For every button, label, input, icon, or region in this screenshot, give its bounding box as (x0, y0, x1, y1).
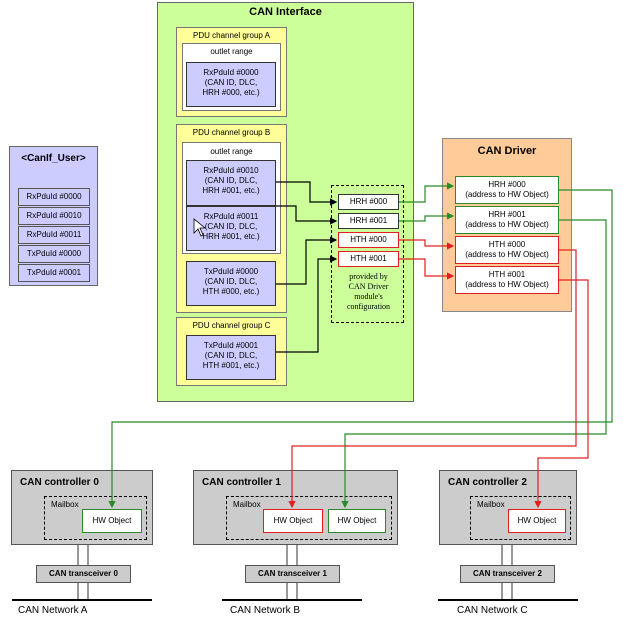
note-line: module's (354, 292, 383, 301)
hth-001-to-driver (399, 258, 455, 280)
cursor-icon (193, 218, 207, 237)
pdu-line: HRH #000, etc.) (202, 88, 260, 97)
pdu-line: RxPduId #0000 (203, 68, 259, 77)
group-a-outlet-label: outlet range (210, 47, 253, 56)
hrh-001-to-driver (399, 212, 455, 222)
mailbox-label: Mailbox (477, 500, 505, 509)
driver-row-desc: (address to HW Object) (465, 220, 549, 229)
driver-hth-001-to-hw (534, 279, 589, 509)
handle-hth-001: HTH #001 (338, 251, 399, 267)
user-row: RxPduId #0010 (18, 207, 90, 225)
driver-hth-000-to-hw (288, 249, 577, 509)
pdu-line: HRH #001, etc.) (202, 186, 260, 195)
group-a-title: PDU channel group A (193, 31, 270, 40)
can-interface-title: CAN Interface (249, 6, 322, 18)
driver-handles-area (331, 185, 404, 323)
hrh-000-to-driver (399, 182, 455, 203)
mailbox: Mailbox (470, 496, 571, 540)
rx-pdu-0000-box: RxPduId #0000 (CAN ID, DLC, HRH #000, et… (186, 62, 276, 107)
driver-hrh-000-to-hw (108, 189, 613, 509)
mailbox: Mailbox (44, 496, 147, 540)
hw-object: HW Object (328, 509, 386, 533)
rx-pdu-0011-box: RxPduId #0011 (CAN ID, DLC, HRH #001, et… (186, 206, 276, 251)
pdu-line: (CAN ID, DLC, (204, 277, 258, 286)
pdu-line: (CAN ID, DLC, (204, 176, 258, 185)
driver-row-hth-000: HTH #000 (address to HW Object) (455, 236, 559, 264)
can-transceiver-1: CAN transceiver 1 (245, 565, 340, 583)
can-network-c: CAN Network C (457, 605, 528, 616)
group-c-title: PDU channel group C (192, 321, 271, 330)
pdu-line: HTH #001, etc.) (202, 361, 260, 370)
driver-row-desc: (address to HW Object) (465, 190, 549, 199)
driver-row-name: HTH #001 (488, 270, 526, 279)
pdu-line: HTH #000, etc.) (202, 287, 260, 296)
pdu-line: HRH #001, etc.) (202, 232, 260, 241)
driver-row-desc: (address to HW Object) (465, 280, 549, 289)
driver-row-hrh-001: HRH #001 (address to HW Object) (455, 206, 559, 234)
driver-hrh-001-to-hw (341, 219, 607, 509)
pdu-line: (CAN ID, DLC, (204, 351, 258, 360)
hth-000-to-driver (399, 239, 455, 250)
note-line: configuration (346, 302, 391, 311)
pdu-line: TxPduId #0001 (203, 341, 259, 350)
can-transceiver-0: CAN transceiver 0 (36, 565, 131, 583)
user-row: RxPduId #0000 (18, 188, 90, 206)
tx-pdu-0001-box: TxPduId #0001 (CAN ID, DLC, HTH #001, et… (186, 335, 276, 380)
pdu-to-hrh-001a (276, 205, 338, 225)
controller-title: CAN controller 1 (202, 477, 281, 488)
mailbox-label: Mailbox (51, 500, 79, 509)
driver-row-desc: (address to HW Object) (465, 250, 549, 259)
pdu-line: (CAN ID, DLC, (204, 222, 258, 231)
hw-object: HW Object (82, 509, 142, 533)
pdu-line: RxPduId #0011 (203, 212, 259, 221)
hw-object: HW Object (508, 509, 566, 533)
user-row: TxPduId #0000 (18, 245, 90, 263)
can-network-b: CAN Network B (230, 605, 301, 616)
can-driver-title: CAN Driver (477, 145, 537, 157)
user-row: RxPduId #0011 (18, 226, 90, 244)
controller-title: CAN controller 2 (448, 477, 527, 488)
pdu-to-hth-000 (276, 236, 338, 285)
pdu-line: RxPduId #0010 (203, 166, 259, 175)
mailbox: Mailbox (226, 496, 392, 540)
rx-pdu-0010-box: RxPduId #0010 (CAN ID, DLC, HRH #001, et… (186, 160, 276, 206)
driver-row-hrh-000: HRH #000 (address to HW Object) (455, 176, 559, 204)
pdu-to-hth-001 (276, 255, 338, 353)
driver-row-name: HRH #001 (488, 210, 526, 219)
note-line: CAN Driver (348, 282, 389, 291)
driver-row-name: HRH #000 (488, 180, 526, 189)
handle-hth-000: HTH #000 (338, 232, 399, 248)
note-line: provided by (349, 272, 388, 281)
group-b-outlet-label: outlet range (210, 147, 253, 156)
pdu-line: (CAN ID, DLC, (204, 78, 258, 87)
canif-user-title: <CanIf_User> (21, 153, 86, 164)
handle-hrh-001: HRH #001 (338, 213, 399, 229)
can-network-a: CAN Network A (18, 605, 88, 616)
tx-pdu-0000-box: TxPduId #0000 (CAN ID, DLC, HTH #000, et… (186, 261, 276, 306)
mailbox-label: Mailbox (233, 500, 261, 509)
provided-note: provided by CAN Driver module's configur… (338, 272, 399, 312)
controller-title: CAN controller 0 (20, 477, 99, 488)
driver-row-hth-001: HTH #001 (address to HW Object) (455, 266, 559, 294)
pdu-line: TxPduId #0000 (203, 267, 259, 276)
group-b-title: PDU channel group B (192, 128, 271, 137)
driver-row-name: HTH #000 (488, 240, 526, 249)
hw-object: HW Object (263, 509, 323, 533)
user-row: TxPduId #0001 (18, 264, 90, 282)
handle-hrh-000: HRH #000 (338, 194, 399, 210)
pdu-to-hrh-000 (276, 181, 338, 206)
can-transceiver-2: CAN transceiver 2 (460, 565, 555, 583)
